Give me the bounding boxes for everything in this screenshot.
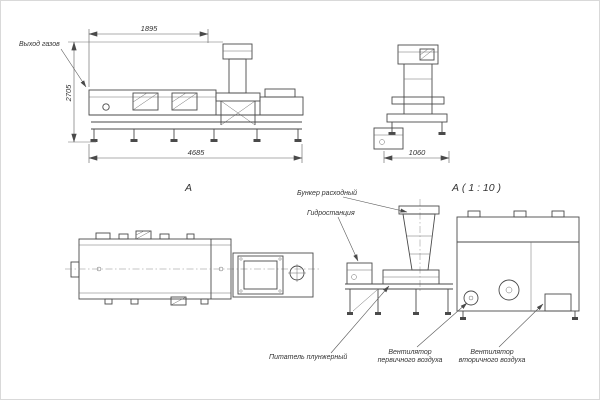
dimension-left-2705: 2705 xyxy=(64,41,223,143)
plan-view-label: А xyxy=(184,182,192,194)
dimension-end-1060: 1060 xyxy=(383,148,450,163)
detail-view-label: А ( 1 : 10 ) xyxy=(451,182,501,194)
dim-left-value: 2705 xyxy=(64,84,73,103)
fan-secondary-label-line1: Вентилятор xyxy=(470,349,513,356)
dimension-bottom-4685: 4685 xyxy=(88,144,303,163)
dim-bottom-value: 4685 xyxy=(188,148,206,157)
dim-top-value: 1895 xyxy=(141,24,159,33)
air-box xyxy=(456,216,580,312)
hydrostation-body xyxy=(346,262,373,285)
dimension-top-1895: 1895 xyxy=(88,24,209,87)
view-end xyxy=(373,44,448,150)
stack-top-box xyxy=(222,43,253,60)
fan-secondary-label-line2: вторичного воздуха xyxy=(459,356,526,364)
view-detail-a xyxy=(345,199,580,320)
inspection-port xyxy=(102,103,110,111)
dim-end-value: 1060 xyxy=(409,148,427,157)
fan-primary-label-line2: первичного воздуха xyxy=(378,356,443,364)
view-plan xyxy=(65,230,321,306)
primary-fan-circle xyxy=(463,290,479,306)
secondary-fan-circle xyxy=(498,279,520,301)
detail-callouts: Бункер расходный Гидростанция Питатель п… xyxy=(269,189,544,364)
hopper-body xyxy=(402,213,436,271)
fan-primary-label-line1: Вентилятор xyxy=(388,349,431,356)
feeder-label: Питатель плунжерный xyxy=(269,353,347,361)
view-side-elevation xyxy=(88,43,304,142)
hopper-label: Бункер расходный xyxy=(297,189,357,197)
hydrostation-label: Гидростанция xyxy=(307,209,355,217)
gas-outlet-callout: Выход газов xyxy=(19,40,87,88)
hopper-top-rim xyxy=(398,205,440,215)
gas-outlet-label: Выход газов xyxy=(19,40,60,48)
